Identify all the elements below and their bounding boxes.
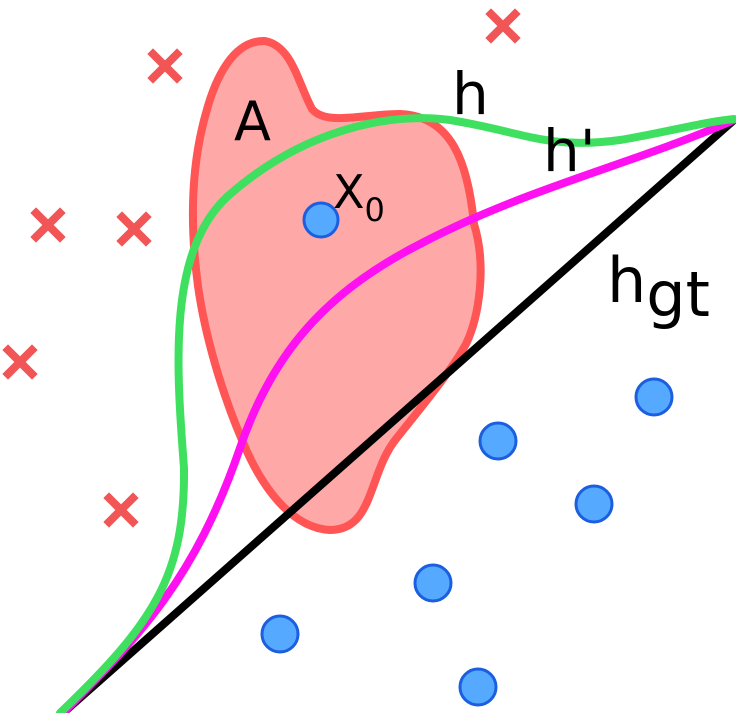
positive-point: [413, 563, 453, 603]
curve-h: [56, 114, 736, 713]
label-line-hgt: hgt: [607, 244, 710, 331]
curve-h-prime: [59, 116, 736, 713]
x-mark-icon: [485, 8, 521, 44]
negative-samples: [2, 8, 521, 528]
label-curve-h-prime: h': [543, 117, 596, 185]
label-line-hgt-main: h: [607, 244, 646, 317]
sample-x0-point: [302, 201, 340, 239]
label-x0: X0: [333, 165, 385, 229]
label-line-hgt-sub: gt: [646, 258, 710, 331]
label-x0-main: X: [333, 165, 365, 219]
positive-point: [478, 421, 518, 461]
positive-point: [458, 667, 498, 707]
x-mark-icon: [2, 344, 38, 380]
x-mark-icon: [30, 207, 66, 243]
x-mark-icon: [103, 492, 139, 528]
label-curve-h: h: [452, 60, 489, 128]
line-h-gt: [59, 116, 736, 713]
positive-samples: [260, 201, 674, 707]
x-mark-icon: [147, 48, 183, 84]
label-x0-sub: 0: [365, 191, 385, 229]
positive-point: [260, 614, 300, 654]
label-region-a: A: [234, 90, 271, 153]
x-mark-icon: [116, 211, 152, 247]
positive-point: [574, 484, 614, 524]
positive-point: [634, 377, 674, 417]
